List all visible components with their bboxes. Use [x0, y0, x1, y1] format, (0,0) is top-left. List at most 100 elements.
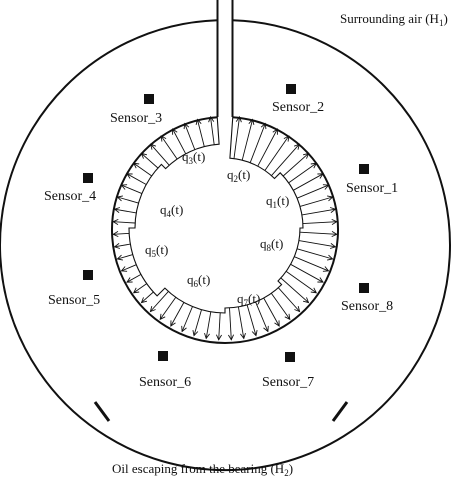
- sensor-8-label: Sensor_8: [341, 299, 393, 314]
- heat-flux-arrow-head: [263, 325, 269, 333]
- heat-flux-arrow-head: [192, 330, 199, 337]
- heat-flux-arrow-head: [113, 243, 121, 249]
- heat-flux-arrow-head: [181, 325, 187, 333]
- heat-flux-arrow-shaft: [117, 196, 139, 204]
- sensor-1-marker: [359, 164, 369, 174]
- boundary-tick-left: [93, 401, 111, 422]
- heat-flux-arrow-shaft: [299, 196, 333, 207]
- heat-flux-arrow-shaft: [302, 221, 337, 225]
- heat-flux-arrow-head: [215, 334, 222, 341]
- heat-flux-arrow-shaft: [121, 264, 137, 272]
- sensor-7-label: Sensor_7: [262, 375, 314, 390]
- heat-flux-arrow-shaft: [205, 311, 212, 339]
- heat-flux-arrow-head: [260, 122, 267, 130]
- heat-flux-arrow-shaft: [172, 128, 187, 155]
- sensor-7-marker: [285, 352, 295, 362]
- heat-flux-arrow-shaft: [264, 135, 290, 171]
- heat-flux-arrow-shaft: [141, 153, 159, 169]
- heat-flux-arrow-shaft: [121, 184, 143, 195]
- heat-flux-arrow-shaft: [241, 119, 254, 161]
- heat-flux-arrow-shaft: [170, 302, 185, 327]
- heat-flux-arrow-head: [159, 313, 166, 321]
- oil-escaping-label: Oil escaping from the bearing (H2): [112, 461, 293, 478]
- heat-flux-arrow-shaft: [257, 128, 278, 167]
- sensor-6-marker: [158, 351, 168, 361]
- heat-flux-arrow-shaft: [298, 240, 336, 248]
- heat-flux-arrow-shaft: [271, 143, 300, 176]
- surrounding-air-label: Surrounding air (H1): [340, 11, 448, 28]
- heat-flux-arrow-head: [132, 162, 140, 169]
- heat-flux-arrow-shaft: [193, 309, 202, 336]
- heat-flux-arrow-shaft: [126, 173, 147, 185]
- q4-label: q4(t): [160, 202, 183, 219]
- q6-label: q6(t): [187, 272, 210, 289]
- q3-label: q3(t): [182, 149, 205, 166]
- heat-flux-arrow-shaft: [263, 297, 280, 327]
- heat-flux-arrow-head: [208, 115, 215, 123]
- heat-flux-arrow-head: [170, 320, 176, 327]
- heat-flux-arrow-shaft: [293, 173, 324, 191]
- heat-flux-arrow-shaft: [282, 153, 309, 177]
- heat-flux-arrow-head: [327, 195, 334, 202]
- heat-flux-arrow-head: [132, 287, 140, 294]
- heat-flux-arrow-head: [294, 305, 301, 313]
- heat-flux-arrow-head: [317, 173, 324, 179]
- heat-flux-arrow-head: [274, 320, 280, 327]
- heat-flux-arrow-shaft: [249, 123, 266, 163]
- heat-flux-arrow-shaft: [159, 297, 177, 320]
- heat-flux-arrow-head: [120, 266, 128, 272]
- inner-bearing-circle: [111, 116, 339, 344]
- heat-flux-arrow-shaft: [150, 291, 169, 312]
- heat-flux-arrow-head: [120, 184, 128, 190]
- heat-flux-arrow-shaft: [114, 243, 131, 248]
- heat-flux-arrow-head: [272, 128, 278, 135]
- heat-flux-arrow-head: [329, 243, 337, 249]
- q8-label: q8(t): [260, 236, 283, 253]
- heat-flux-arrow-head: [172, 128, 178, 135]
- heat-flux-arrow-head: [240, 332, 246, 340]
- heat-flux-arrow-shaft: [229, 307, 232, 340]
- heat-flux-arrow-head: [112, 218, 119, 225]
- heat-flux-arrow-head: [310, 287, 318, 294]
- heat-flux-arrow-head: [293, 143, 300, 150]
- heat-flux-arrow-shaft: [218, 312, 221, 340]
- heat-flux-arrow-head: [302, 297, 310, 304]
- heat-flux-arrow-head: [160, 135, 167, 142]
- heat-flux-arrow-shaft: [296, 248, 333, 260]
- heat-flux-arrow-head: [116, 195, 123, 202]
- heat-flux-arrow-head: [195, 118, 202, 126]
- heat-flux-arrow-head: [327, 254, 334, 261]
- heat-flux-arrow-shaft: [141, 291, 154, 303]
- sensor-3-marker: [144, 94, 154, 104]
- heat-flux-arrow-head: [251, 330, 258, 337]
- heat-flux-arrow-head: [322, 266, 330, 272]
- sensor-5-marker: [83, 270, 93, 280]
- sensor-8-marker: [359, 283, 369, 293]
- heat-flux-arrow-head: [204, 332, 210, 340]
- heat-flux-arrow-shaft: [113, 221, 136, 224]
- boundary-tick-right: [331, 401, 349, 422]
- heat-flux-arrow-shaft: [280, 277, 309, 303]
- heat-flux-arrow-shaft: [290, 263, 324, 283]
- heat-flux-arrow-shaft: [277, 287, 300, 312]
- q5-label: q5(t): [145, 242, 168, 259]
- heat-flux-arrow-head: [112, 231, 119, 238]
- heat-flux-arrow-shaft: [270, 292, 291, 320]
- heat-flux-arrow-shaft: [133, 283, 147, 294]
- heat-flux-arrow-head: [126, 277, 133, 283]
- heat-flux-arrow-shaft: [255, 301, 269, 332]
- flux-profile-boundary: [128, 115, 304, 314]
- heat-flux-arrow-head: [329, 207, 337, 213]
- heat-flux-arrow-shaft: [150, 143, 170, 166]
- heat-flux-arrow-shaft: [296, 184, 329, 199]
- heat-flux-arrow-head: [331, 231, 338, 238]
- sensor-2-marker: [286, 84, 296, 94]
- heat-flux-arrow-shaft: [301, 208, 336, 216]
- heat-flux-arrow-head: [183, 122, 190, 130]
- q1-label: q1(t): [266, 193, 289, 210]
- heat-flux-arrow-shaft: [160, 135, 178, 160]
- q7-label: q7(t): [237, 291, 260, 308]
- heat-flux-arrows: [112, 115, 338, 341]
- heat-flux-arrow-shaft: [210, 116, 215, 145]
